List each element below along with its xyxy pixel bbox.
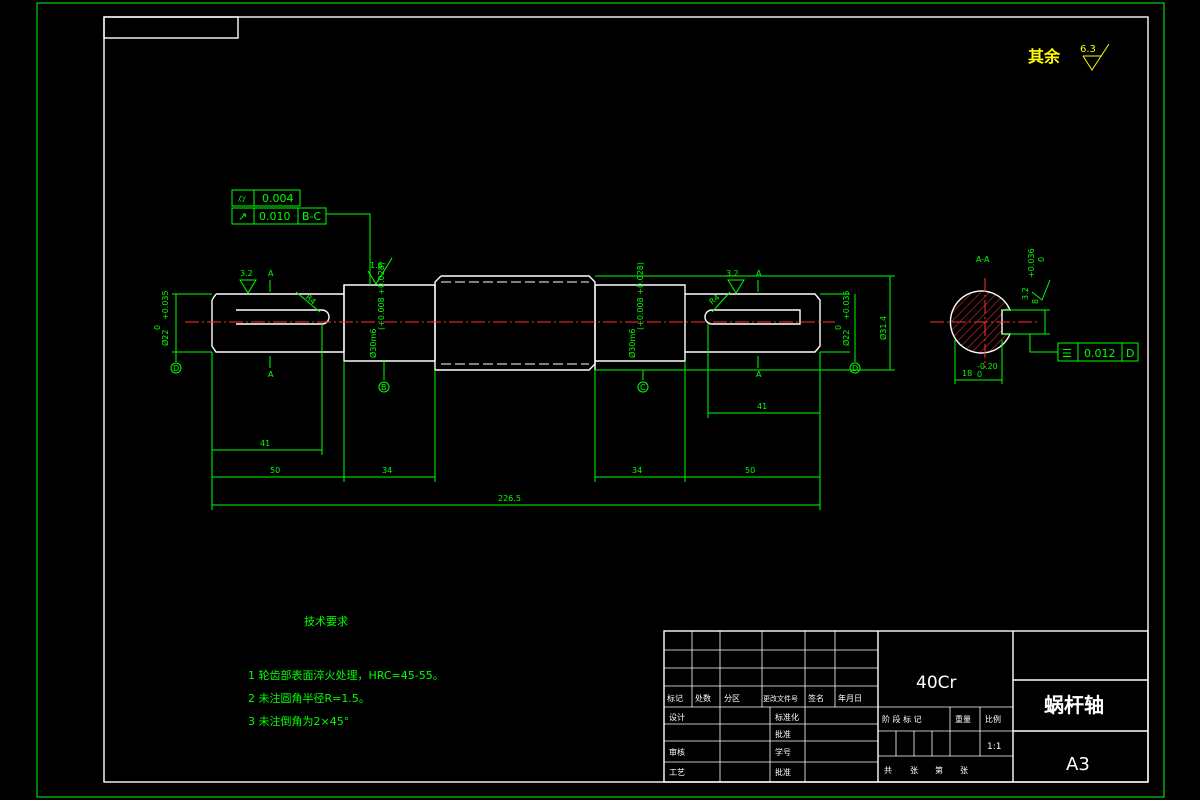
section-view-title: A-A: [976, 255, 990, 264]
key-depth: 8: [1031, 299, 1040, 304]
header-mark: 标记: [667, 693, 683, 703]
roughness-right-keyway: 3.2: [726, 269, 739, 278]
key-width-tol2: 0: [977, 370, 982, 379]
tolerance-frame-top: ⌭ 0.004 ↗ 0.010 B-C: [231, 189, 371, 285]
corner-box: [103, 16, 239, 39]
sheets-total-label: 共: [884, 766, 892, 775]
scale: 1:1: [987, 742, 1001, 752]
weight-label: 重量: [955, 714, 971, 724]
material: 40Cr: [916, 673, 957, 693]
part-name: 蜗杆轴: [1044, 693, 1104, 717]
datum-d-right: D: [852, 364, 858, 373]
paper-size: A3: [1066, 754, 1090, 775]
header-date: 年月日: [838, 693, 862, 703]
roughness-left-journal: 1.6: [370, 261, 383, 270]
dia-left-end: Ø22: [160, 330, 170, 346]
dia-right-journal-tol: (+0.008 +0.028): [636, 262, 645, 330]
symmetry-icon: ☰: [1062, 347, 1072, 360]
dim-end-left: 50: [270, 466, 280, 475]
tech-req-item-2: 2 未注圆角半径R=1.5。: [248, 691, 370, 705]
row-review: 审核: [669, 747, 685, 757]
roughness-prefix: 其余: [1028, 47, 1061, 66]
symmetry-value: 0.012: [1084, 347, 1116, 360]
dim-journal-left: 34: [382, 466, 392, 475]
dia-right-end-tol-lower: 0: [834, 325, 843, 330]
header-doc: 更改文件号: [763, 694, 798, 703]
dim-total: 226.5: [498, 494, 521, 503]
key-width-tol: -0.20: [977, 362, 998, 371]
tech-req-title: 技术要求: [304, 615, 348, 628]
sheets-total-unit: 张: [910, 766, 918, 775]
datum-d-left: D: [173, 364, 179, 373]
roughness-left-keyway: 3.2: [240, 269, 253, 278]
roughness-symbol-icon: [1082, 43, 1110, 71]
symmetry-datum: D: [1126, 347, 1134, 360]
dim-keyway-right: 41: [757, 402, 767, 411]
roughness-marks: 3.2 A 1.6 3.2 A A A: [239, 257, 762, 379]
general-roughness-note: 其余 6.3: [1028, 43, 1110, 71]
fillet-labels: R4 R4: [295, 291, 731, 313]
section-label-left-top: A: [268, 269, 274, 278]
dia-right-end-tol-upper: +0.035: [842, 290, 851, 320]
key-width: 18: [962, 369, 972, 378]
inner-frame: [103, 16, 1149, 783]
dia-overall: Ø31.4: [878, 316, 888, 340]
row-standard: 标准化: [775, 712, 799, 722]
section-label-right-top: A: [756, 269, 762, 278]
datum-b: B: [381, 383, 387, 392]
circular-runout-datum: B-C: [302, 210, 322, 223]
runout-value: 0.004: [262, 192, 294, 205]
scale-label: 比例: [985, 714, 1001, 724]
roughness-value: 6.3: [1080, 44, 1096, 55]
key-depth-tol2: 0: [1037, 257, 1046, 262]
key-depth-tol: +0.036: [1027, 248, 1036, 278]
header-count: 处数: [695, 693, 711, 703]
circular-runout-value: 0.010: [259, 210, 291, 223]
dia-right-journal: Ø30m6: [627, 329, 637, 358]
row-process: 工艺: [669, 768, 685, 777]
dimension-lines: 41 50 34 226.5 34 50 41: [211, 324, 821, 510]
dia-left-journal: Ø30m6: [368, 329, 378, 358]
section-label-left-bottom: A: [268, 370, 274, 379]
tech-req-item-3: 3 未注倒角为2×45°: [248, 714, 349, 728]
cylindricity-icon: ⌭: [238, 192, 246, 205]
row-approve-2: 批准: [775, 767, 791, 777]
dim-keyway-left: 41: [260, 439, 270, 448]
dim-end-right: 50: [745, 466, 755, 475]
title-block: 40Cr 蜗杆轴 A3 1:1 标记 处数 分区 更改文件号 签名 年月日 设计…: [663, 630, 1149, 783]
dia-right-end: Ø22: [841, 330, 851, 346]
datum-markers: D B C D: [170, 352, 861, 393]
section-view: A-A 8 +0.036 0 3.2 18 -0.20 0 ☰ 0.012 D: [930, 248, 1139, 384]
sheets-current-label: 第: [935, 765, 943, 775]
sheets-current-unit: 张: [960, 766, 968, 775]
row-approve: 批准: [775, 729, 791, 739]
outer-frame: [36, 2, 1165, 798]
dia-left-end-tol-upper: +0.035: [161, 290, 170, 320]
datum-c: C: [640, 383, 646, 392]
row-design: 设计: [669, 712, 685, 722]
dia-left-journal-tol: (+0.008 +0.028): [377, 262, 386, 330]
roughness-section: 3.2: [1021, 287, 1030, 300]
section-label-right-bottom: A: [756, 370, 762, 379]
dia-left-end-tol-lower: 0: [153, 325, 162, 330]
header-sign: 签名: [808, 693, 824, 703]
technical-requirements: 技术要求 1 轮齿部表面淬火处理，HRC=45-55。 2 未注圆角半径R=1.…: [248, 615, 444, 728]
row-student-id: 学号: [775, 747, 791, 757]
diameter-labels: Ø22 0 +0.035 Ø30m6 (+0.008 +0.028) Ø30m6…: [153, 262, 895, 371]
dim-journal-right: 34: [632, 466, 642, 475]
runout-arrow-icon: ↗: [238, 210, 247, 223]
header-zone: 分区: [724, 694, 740, 703]
tech-req-item-1: 1 轮齿部表面淬火处理，HRC=45-55。: [248, 668, 444, 682]
stage-label: 阶 段 标 记: [882, 714, 922, 724]
